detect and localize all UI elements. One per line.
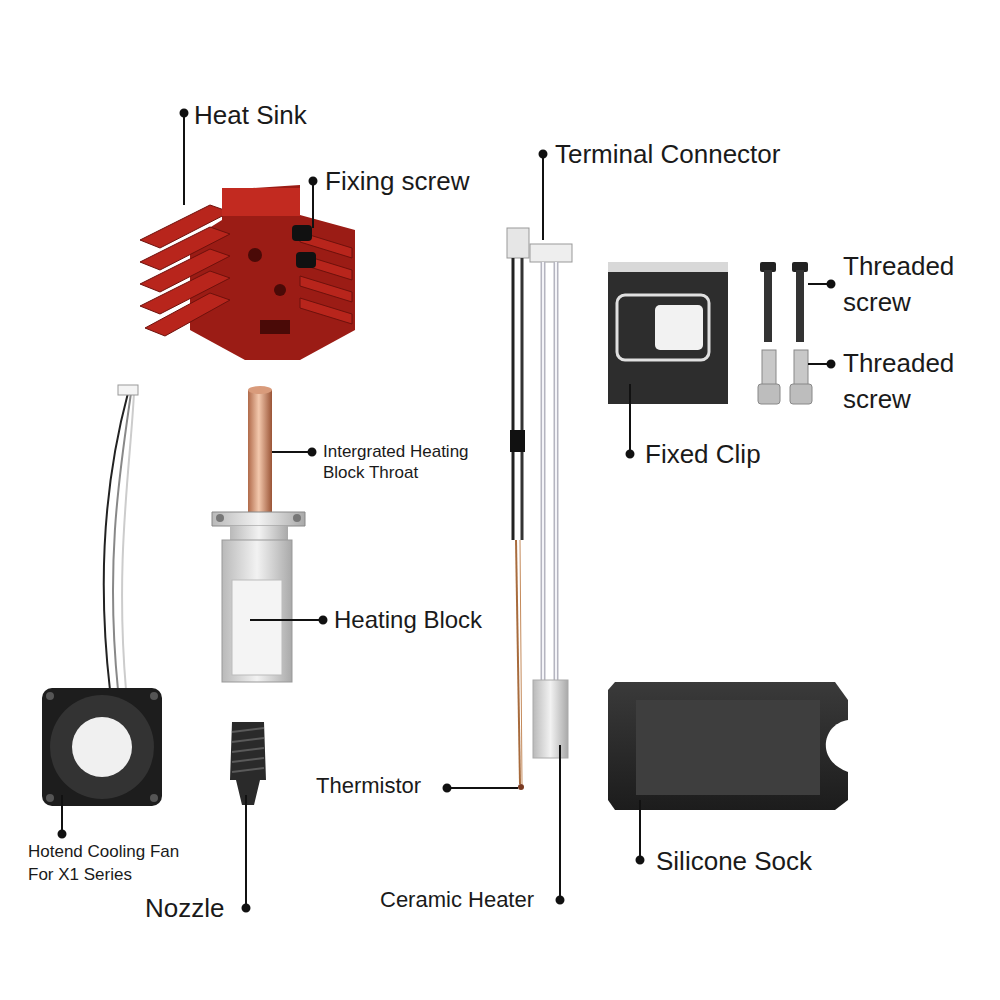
part-label: Terminal Connector [555,138,780,170]
part-label: Threaded screw [843,345,983,417]
cooling-fan [42,385,162,806]
part-label: Fixing screw [325,165,469,197]
part-label: Intergrated Heating Block Throat [323,441,493,483]
part-label: Fixed Clip [645,438,761,470]
part-label: Silicone Sock [656,845,812,877]
part-label: Ceramic Heater [380,886,534,914]
part-label: Threaded screw [843,248,983,320]
fixed-clip [608,262,728,404]
part-label: Hotend Cooling Fan For X1 Series [28,840,203,886]
leader-lines [59,110,835,912]
heating-block [212,386,305,682]
nozzle [230,722,266,805]
heat-sink [140,185,355,360]
heater-wires [507,228,572,790]
silicone-sock [608,682,848,810]
part-label: Thermistor [316,772,421,800]
part-label: Nozzle [145,892,224,924]
part-label: Heat Sink [194,99,307,131]
part-label: Heating Block [334,605,482,635]
threaded-screws [758,262,812,404]
